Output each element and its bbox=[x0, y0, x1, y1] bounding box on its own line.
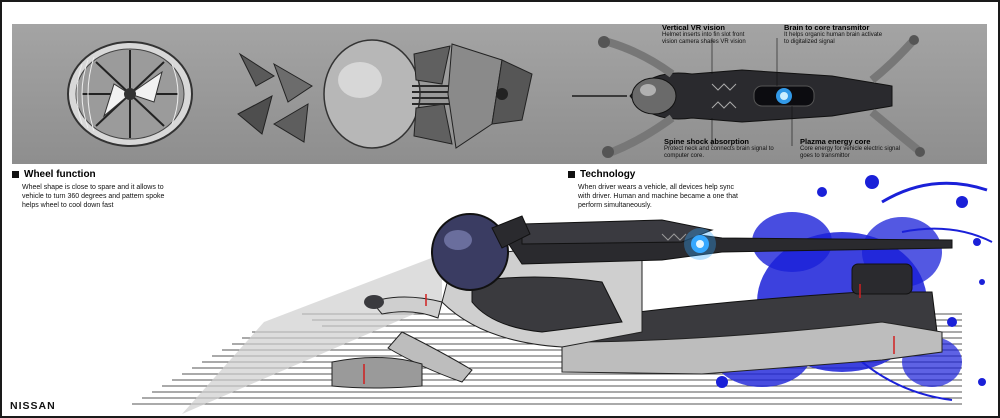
annotation-plazma-core: Plazma energy core Core energy for vehic… bbox=[800, 137, 905, 160]
headlight-beam bbox=[182, 254, 442, 414]
bullet-square-icon bbox=[568, 171, 575, 178]
section-header: Technology bbox=[568, 169, 758, 180]
annotation-body: Helmet inserts into fin slot front visio… bbox=[662, 32, 746, 45]
annotation-spine-shock: Spine shock absorption Protect neck and … bbox=[664, 137, 774, 160]
annotation-title: Spine shock absorption bbox=[664, 137, 750, 146]
bullet-square-icon bbox=[12, 171, 19, 178]
annotation-title: Plazma energy core bbox=[800, 137, 871, 146]
top-panel-art bbox=[67, 35, 925, 158]
annotation-title: Brain to core transmitor bbox=[784, 24, 870, 32]
top-render-panel: Vertical VR vision Helmet inserts into f… bbox=[12, 24, 987, 164]
annotation-title: Vertical VR vision bbox=[662, 24, 725, 32]
annotation-brain-transmitter: Brain to core transmitor It helps organi… bbox=[784, 24, 884, 46]
section-header: Wheel function bbox=[12, 169, 192, 180]
suit-topview-icon bbox=[572, 35, 925, 158]
wheel-sphere-icon bbox=[67, 41, 193, 147]
section-title: Technology bbox=[580, 169, 636, 180]
section-title: Wheel function bbox=[24, 169, 96, 180]
rider-vehicle-icon bbox=[331, 213, 953, 389]
exploded-wheel-parts-icon bbox=[237, 39, 533, 149]
annotation-body: It helps organic human brain activate to… bbox=[784, 32, 883, 45]
annotation-vr-vision: Vertical VR vision Helmet inserts into f… bbox=[662, 24, 750, 46]
section-body: Wheel shape is close to spare and it all… bbox=[22, 184, 165, 209]
section-body: When driver wears a vehicle, all devices… bbox=[578, 184, 738, 209]
annotation-body: Protect neck and connects brain signal t… bbox=[664, 146, 774, 159]
brand-logo: NISSAN bbox=[10, 400, 56, 412]
section-wheel-function: Wheel function Wheel shape is close to s… bbox=[12, 169, 192, 210]
section-technology: Technology When driver wears a vehicle, … bbox=[568, 169, 758, 210]
annotation-body: Core energy for vehicle electric signal … bbox=[800, 146, 901, 159]
